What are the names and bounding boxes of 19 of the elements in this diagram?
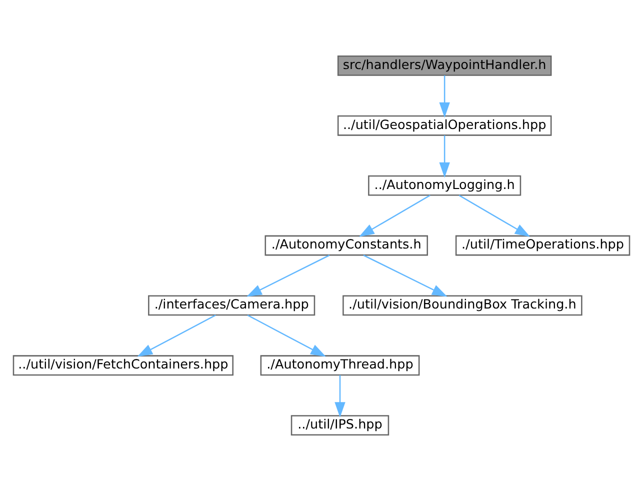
node-box: ./util/TimeOperations.hpp <box>455 235 630 256</box>
node-box: ../util/IPS.hpp <box>290 415 390 436</box>
node-box: ./interfaces/Camera.hpp <box>148 295 316 316</box>
node-box: ../AutonomyLogging.h <box>368 175 522 196</box>
node-box: ./AutonomyThread.hpp <box>260 355 420 376</box>
arrow <box>334 375 346 418</box>
arrow <box>458 194 530 237</box>
arrow <box>439 135 450 178</box>
arrow <box>246 254 330 297</box>
arrow <box>363 254 448 297</box>
arrow <box>358 194 430 237</box>
arrow <box>137 314 216 357</box>
node-box: src/handlers/WaypointHandler.h <box>337 55 552 76</box>
node-box: ../util/vision/FetchContainers.hpp <box>12 355 234 376</box>
arrow <box>439 75 450 118</box>
arrow <box>247 314 326 357</box>
node-box: ./util/vision/BoundingBox Tracking.h <box>342 295 582 316</box>
node-box: ./AutonomyConstants.h <box>264 235 428 256</box>
node-box: ../util/GeospatialOperations.hpp <box>337 115 552 136</box>
